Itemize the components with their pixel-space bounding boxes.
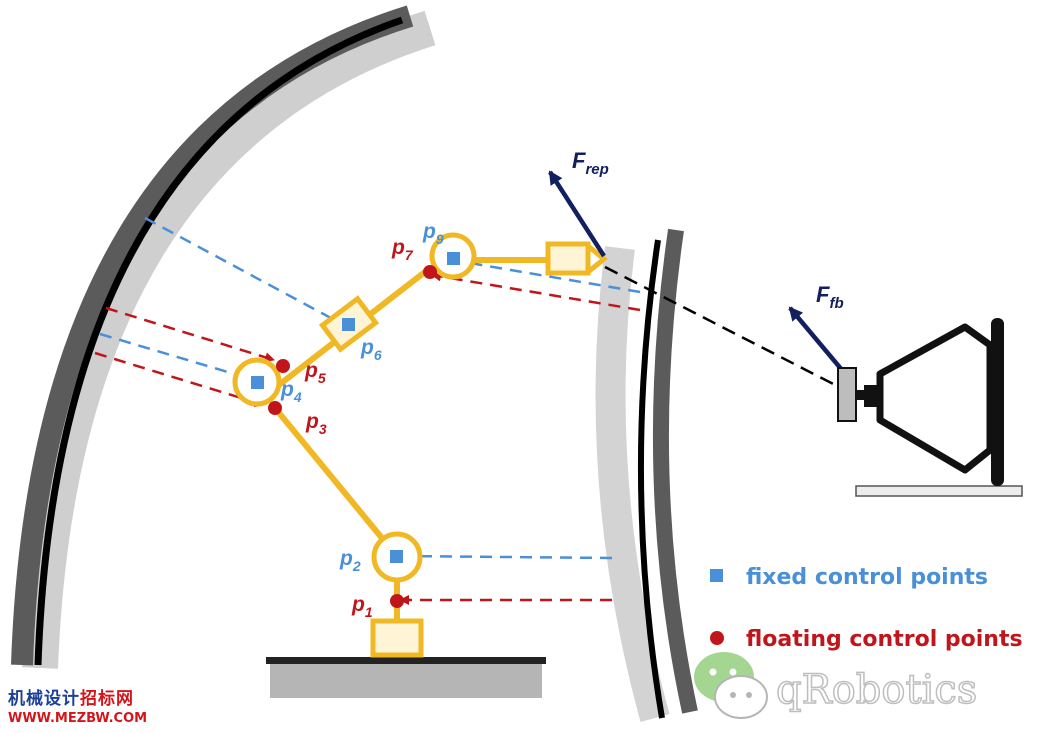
- label-p9: p9: [422, 220, 444, 247]
- label-p3: p3: [305, 410, 327, 437]
- watermark-site: 机械设计招标网 WWW.MEZBW.COM: [8, 684, 147, 726]
- brand-text: qRobotics: [776, 667, 977, 713]
- dashed-line-red: [94, 351, 265, 408]
- force-arrow-fb: [788, 306, 844, 372]
- control-points: [251, 252, 460, 608]
- dashed-line-blue: [99, 332, 259, 384]
- legend: fixed control points floating control po…: [710, 565, 1023, 652]
- dashed-line-blue: [399, 551, 613, 562]
- fixed-point-p9: [447, 252, 460, 265]
- fixed-point-p2: [390, 550, 403, 563]
- label-f-fb: Ffb: [816, 282, 844, 312]
- watermark-url: WWW.MEZBW.COM: [8, 711, 148, 726]
- dashed-line-black: [604, 265, 846, 392]
- fixed-point-p6: [342, 318, 355, 331]
- watermark-cn-a: 机械设计: [8, 689, 80, 709]
- fixed-point-p4: [251, 376, 264, 389]
- right-wall: [595, 228, 698, 722]
- end-effector-block: [545, 241, 591, 276]
- legend-floating-label: floating control points: [746, 627, 1023, 652]
- legend-floating-marker: [710, 631, 724, 645]
- dashed-line-blue: [144, 216, 343, 326]
- label-f-rep: Frep: [572, 148, 609, 178]
- label-p5: p5: [304, 359, 326, 386]
- end-effector-tip: [586, 244, 608, 274]
- dashed-line-blue: [457, 257, 641, 294]
- legend-fixed-marker: [710, 569, 723, 582]
- floating-point-p1: [390, 594, 404, 608]
- robot-arm: [232, 232, 608, 658]
- haptic-device: [837, 318, 1023, 497]
- label-p6: p6: [360, 336, 382, 363]
- watermark-cn-b: 招标网: [80, 689, 134, 709]
- dashed-line-red: [431, 271, 641, 312]
- label-p7: p7: [391, 236, 414, 263]
- label-p2: p2: [339, 547, 361, 574]
- base-platform: [266, 657, 546, 698]
- label-p1: p1: [351, 593, 373, 620]
- floating-point-p3: [268, 401, 282, 415]
- dashed-line-red: [105, 306, 275, 363]
- legend-fixed-label: fixed control points: [746, 565, 988, 590]
- left-wall: [11, 5, 436, 669]
- force-arrow-rep: [548, 170, 606, 258]
- floating-point-p5: [276, 359, 290, 373]
- distance-lines: [94, 216, 846, 605]
- watermark-brand: qRobotics: [694, 652, 978, 719]
- floating-point-p7: [423, 265, 437, 279]
- label-p4: p4: [280, 378, 302, 405]
- arm-base-block: [370, 618, 424, 658]
